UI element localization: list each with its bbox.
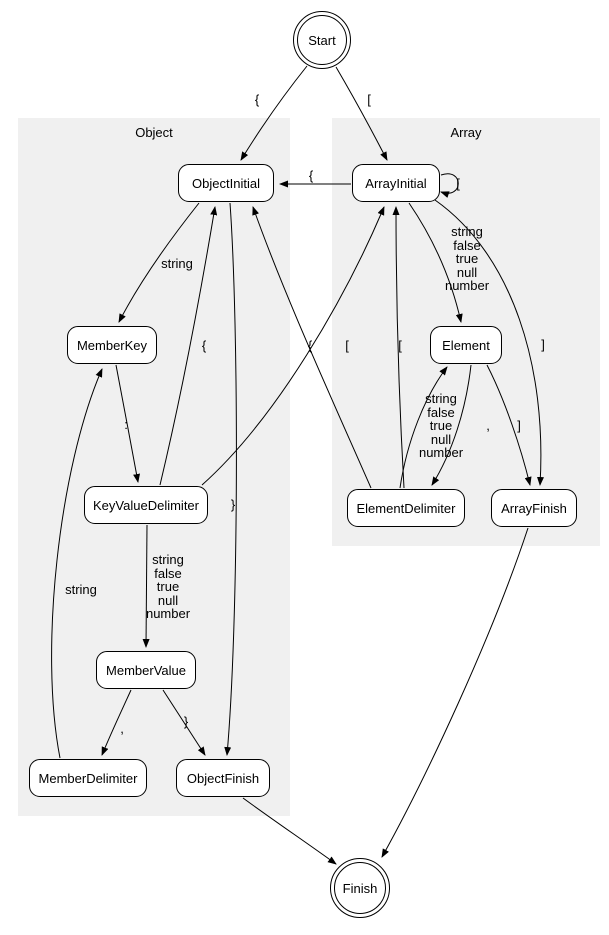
node-member-delimiter: MemberDelimiter <box>29 759 147 797</box>
edge-label-member-delimiter-member-key: string <box>65 582 97 598</box>
edge-label-array-initial-self: [ <box>456 176 460 192</box>
edge-label-start-array-initial: [ <box>367 92 371 108</box>
edge-label-member-value-member-delimiter: , <box>120 721 124 737</box>
node-array-initial: ArrayInitial <box>352 164 440 202</box>
edge-label-array-initial-object-initial: { <box>308 168 314 184</box>
edge-member-value-object-finish <box>162 689 206 756</box>
node-element: Element <box>430 326 502 364</box>
edge-label-key-value-delimiter-member-value: string false true null number <box>145 552 191 622</box>
edge-element-delimiter-array-initial <box>392 206 405 489</box>
edge-label-element-delimiter-object-initial: { <box>307 338 313 354</box>
edge-array-finish-finish <box>381 527 529 858</box>
finish-inner-ring <box>334 862 386 914</box>
edge-label-element-delimiter-array-initial: [ <box>398 338 402 354</box>
edge-key-value-delimiter-member-value <box>142 524 150 648</box>
edge-key-value-delimiter-object-initial <box>159 206 218 486</box>
node-object-initial: ObjectInitial <box>178 164 274 202</box>
region-object: Object <box>18 118 290 816</box>
node-key-value-delimiter: KeyValueDelimiter <box>84 486 208 524</box>
edge-array-initial-element <box>408 202 463 323</box>
edge-label-element-delimiter-element: string false true null number <box>418 391 464 461</box>
edge-member-key-key-value-delimiter <box>115 364 140 483</box>
edge-key-value-delimiter-array-initial <box>201 206 385 486</box>
node-finish: Finish <box>330 858 390 918</box>
region-object-title: Object <box>135 125 173 140</box>
edge-label-key-value-delimiter-object-initial: { <box>201 338 207 354</box>
edge-element-array-finish <box>486 364 532 486</box>
edge-label-member-key-key-value-delimiter: : <box>124 417 128 433</box>
edge-label-array-initial-element: string false true null number <box>444 224 490 294</box>
node-element-delimiter: ElementDelimiter <box>347 489 465 527</box>
edge-element-element-delimiter <box>431 364 472 486</box>
edge-label-key-value-delimiter-array-initial: [ <box>345 338 349 354</box>
node-start-label: Start <box>308 32 336 48</box>
node-finish-label: Finish <box>342 880 378 896</box>
node-member-key: MemberKey <box>67 326 157 364</box>
edge-array-initial-self-loop <box>440 173 459 198</box>
edge-label-member-value-object-finish: } <box>183 714 189 730</box>
edge-label-object-initial-member-key: string <box>161 256 193 272</box>
node-start: Start <box>293 11 351 69</box>
edge-label-element-element-delimiter: , <box>486 418 490 434</box>
edge-array-initial-array-finish <box>434 199 544 486</box>
edge-label-element-array-finish: ] <box>517 418 521 434</box>
edge-member-delimiter-member-key <box>51 368 103 759</box>
node-member-value: MemberValue <box>96 651 196 689</box>
node-object-finish: ObjectFinish <box>176 759 270 797</box>
edge-object-finish-finish <box>242 797 337 865</box>
edge-label-start-object-initial: { <box>254 92 260 108</box>
start-inner-ring <box>297 15 347 65</box>
edge-label-array-initial-array-finish: ] <box>541 337 545 353</box>
region-array-title: Array <box>450 125 482 140</box>
edge-member-value-member-delimiter <box>101 689 132 756</box>
edge-start-object-initial <box>240 65 308 161</box>
edge-element-delimiter-object-initial <box>252 206 372 489</box>
edge-label-object-initial-object-finish: } <box>230 497 236 513</box>
edge-object-initial-member-key <box>118 202 200 323</box>
edge-object-initial-object-finish <box>224 202 237 756</box>
edge-start-array-initial <box>335 66 388 161</box>
node-array-finish: ArrayFinish <box>491 489 577 527</box>
